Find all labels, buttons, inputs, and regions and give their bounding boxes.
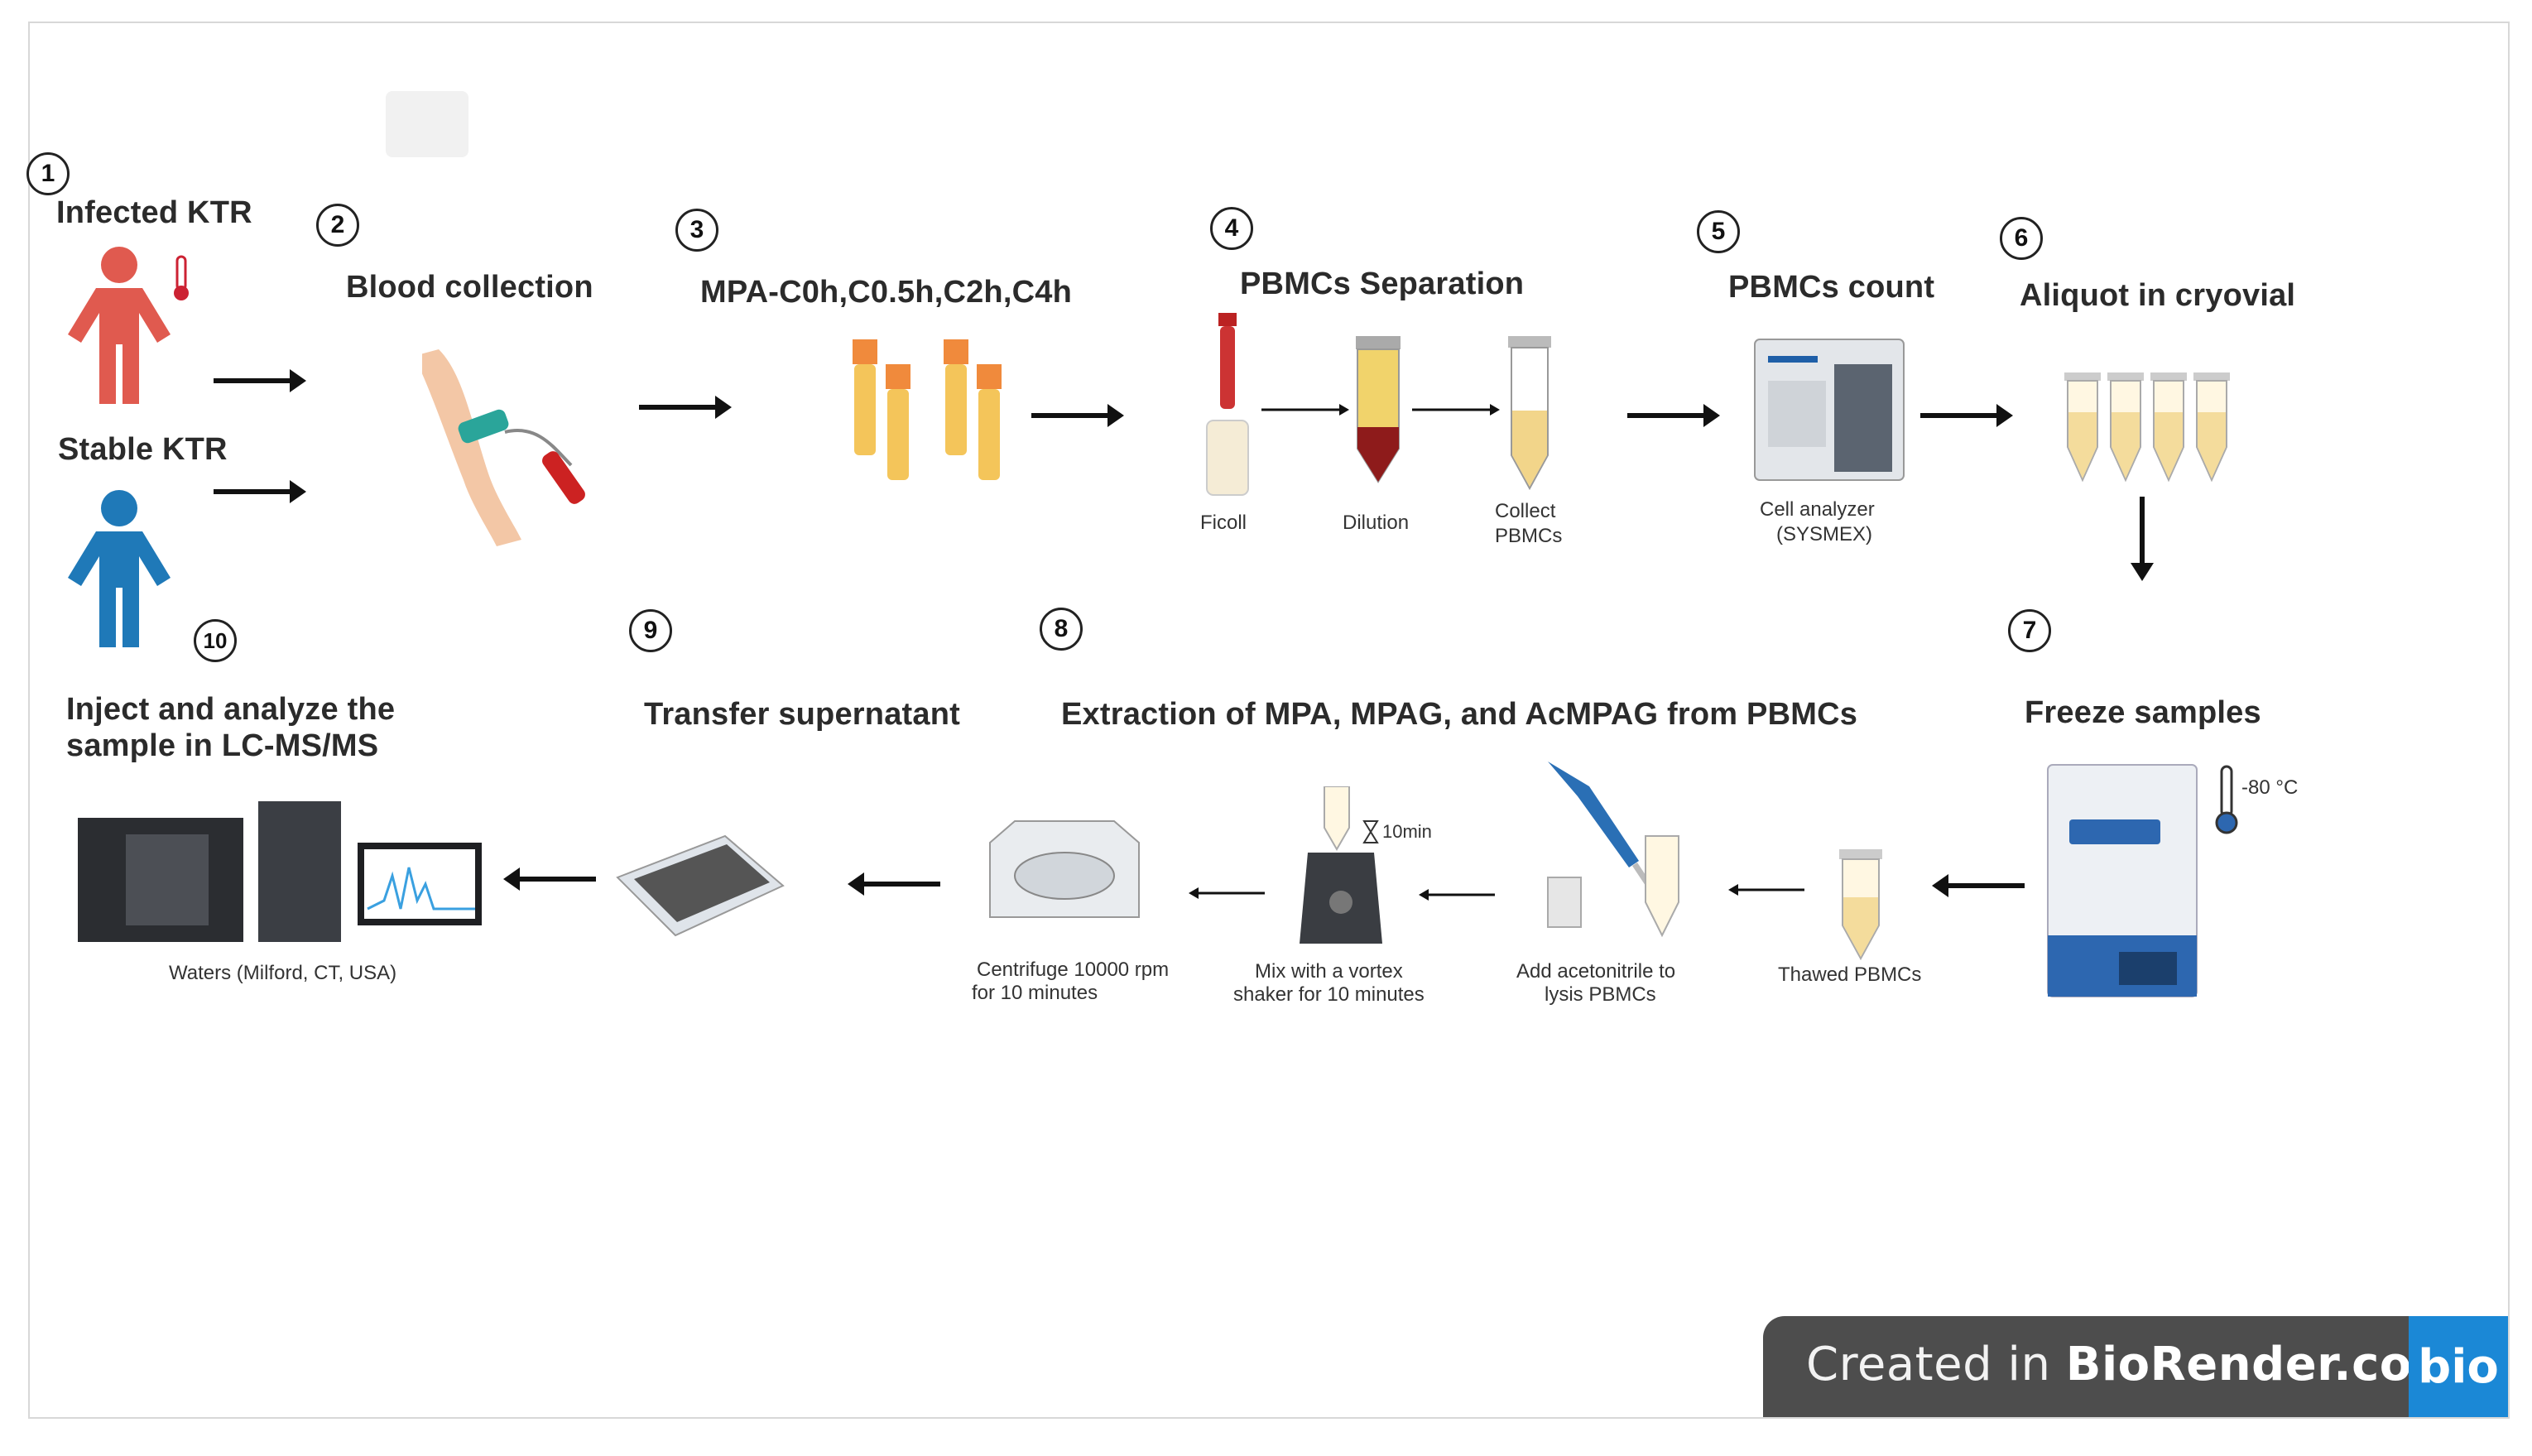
banner-text: Created in BioRender.com: [1806, 1338, 2461, 1391]
step-number-7: 7: [2008, 609, 2051, 652]
label-infected-ktr: Infected KTR: [56, 195, 252, 230]
label-centrifuge-2: for 10 minutes: [972, 982, 1098, 1004]
step-number-4: 4: [1210, 207, 1253, 250]
label-vortex-2: shaker for 10 minutes: [1233, 983, 1425, 1006]
title-freeze-samples: Freeze samples: [2025, 695, 2261, 730]
well-plate-icon: [616, 834, 785, 937]
arrow-ficoll-to-dilution: [1261, 404, 1349, 416]
lcms-instrument-icon: [78, 801, 482, 942]
arrow-7-to-thawed: [1932, 874, 2025, 897]
arrow-1-to-2-top: [214, 369, 306, 392]
thermometer-icon: [2215, 765, 2238, 834]
label-collect: Collect: [1495, 500, 1556, 522]
title-inject-line2: sample in LC-MS/MS: [66, 728, 379, 763]
arrow-2-to-3: [639, 396, 732, 419]
step-number-9: 9: [629, 609, 672, 652]
title-mpa-timepoints: MPA-C0h,C0.5h,C2h,C4h: [700, 275, 1072, 310]
label-centrifuge-1: Centrifuge 10000 rpm: [977, 959, 1170, 981]
arrow-4-to-5: [1627, 404, 1720, 427]
step-number-2: 2: [316, 204, 359, 247]
collect-tube-icon: [1508, 336, 1551, 491]
title-pbmc-separation: PBMCs Separation: [1240, 267, 1525, 301]
pipette-icon: [1547, 762, 1679, 938]
arrow-5-to-6: [1920, 404, 2013, 427]
arrow-thawed-to-acn: [1728, 884, 1804, 896]
arrow-3-to-4: [1031, 404, 1124, 427]
step-number-10: 10: [194, 619, 237, 662]
title-aliquot: Aliquot in cryovial: [2020, 278, 2296, 313]
title-pbmc-count: PBMCs count: [1728, 270, 1935, 305]
biorender-banner[interactable]: Created in BioRender.com bio: [1763, 1316, 2508, 1417]
arrow-acn-to-vortex: [1419, 889, 1495, 901]
banner-brand: BioRender.com: [2065, 1338, 2461, 1391]
arrow-8-to-9: [848, 872, 940, 896]
banner-prefix: Created in: [1806, 1338, 2066, 1391]
biorender-logo: bio: [2409, 1316, 2508, 1417]
arrow-vortex-to-centrifuge: [1189, 887, 1265, 899]
label-timer: 10min: [1382, 821, 1432, 842]
step-number-6: 6: [2000, 217, 2043, 260]
stable-person-icon: [68, 490, 171, 647]
step-number-5: 5: [1697, 210, 1740, 253]
cryovials-icon: [2064, 372, 2230, 483]
diagram-frame: [28, 22, 2510, 1419]
label-sysmex: (SYSMEX): [1776, 523, 1873, 545]
arrow-6-to-7: [2131, 497, 2154, 581]
arrow-dilution-to-collect: [1412, 404, 1500, 416]
thawed-tube-icon: [1839, 849, 1882, 961]
watermark-icon: [386, 91, 468, 157]
title-transfer-supernatant: Transfer supernatant: [644, 697, 960, 732]
arm-blood-draw-icon: [422, 349, 585, 546]
label-vortex-1: Mix with a vortex: [1255, 960, 1403, 983]
label-cell-analyzer: Cell analyzer: [1760, 498, 1875, 521]
label-thawed-pbmcs: Thawed PBMCs: [1778, 963, 1922, 986]
step-number-8: 8: [1040, 608, 1083, 651]
label-ficoll: Ficoll: [1200, 512, 1247, 534]
hourglass-icon: [1362, 820, 1379, 843]
blood-tubes-icon: [853, 339, 1002, 480]
centrifuge-icon: [989, 820, 1140, 918]
label-freeze-temp: -80 °C: [2241, 776, 2299, 799]
label-acetonitrile-2: lysis PBMCs: [1545, 983, 1656, 1006]
infected-person-icon: [68, 247, 189, 404]
label-pbmcs: PBMCs: [1495, 525, 1563, 547]
ficoll-icon: [1206, 313, 1249, 496]
title-inject-line1: Inject and analyze the: [66, 692, 396, 727]
freezer-icon: [2047, 764, 2198, 997]
step-number-1: 1: [26, 152, 70, 195]
step-number-3: 3: [675, 209, 718, 252]
title-blood-collection: Blood collection: [346, 270, 593, 305]
arrow-9-to-10: [503, 867, 596, 891]
label-dilution: Dilution: [1343, 512, 1410, 534]
cell-analyzer-icon: [1754, 339, 1905, 481]
dilution-tube-icon: [1356, 336, 1401, 483]
label-waters: Waters (Milford, CT, USA): [169, 962, 397, 984]
label-acetonitrile-1: Add acetonitrile to: [1516, 960, 1676, 983]
arrow-1-to-2-bottom: [214, 480, 306, 503]
title-extraction: Extraction of MPA, MPAG, and AcMPAG from…: [1061, 697, 1858, 732]
vortex-shaker-icon: [1300, 786, 1382, 944]
label-stable-ktr: Stable KTR: [58, 432, 228, 467]
